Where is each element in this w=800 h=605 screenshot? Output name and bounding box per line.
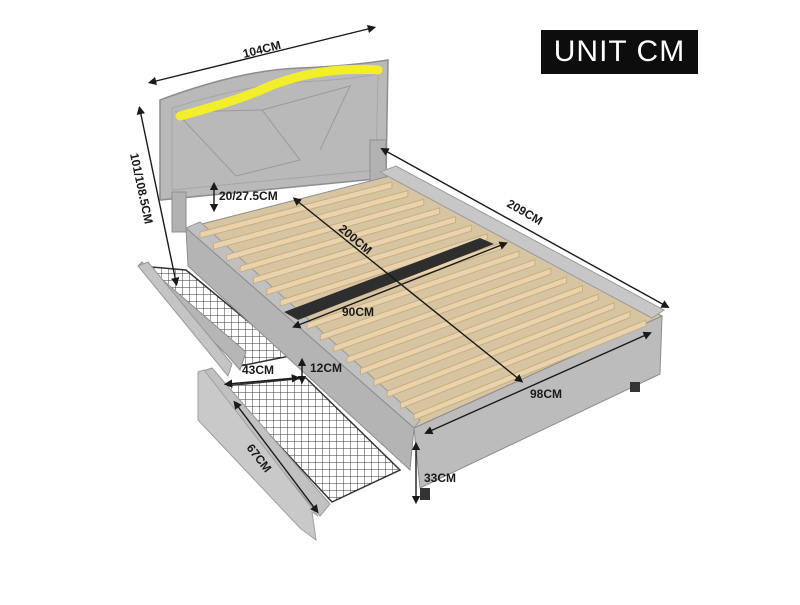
bed-width-label: 98CM [530,387,562,401]
bed-height-label: 33CM [424,471,456,485]
dimension-lines [136,24,670,514]
headboard-gap-label: 20/27.5CM [219,189,278,203]
unit-badge: UNIT CM [541,30,698,74]
drawer-width-label: 43CM [242,363,274,377]
drawer-height-label: 12CM [310,361,342,375]
bed-length-label: 209CM [505,196,546,227]
slat-width-label: 90CM [342,305,374,319]
headboard-width-label: 104CM [241,38,282,61]
